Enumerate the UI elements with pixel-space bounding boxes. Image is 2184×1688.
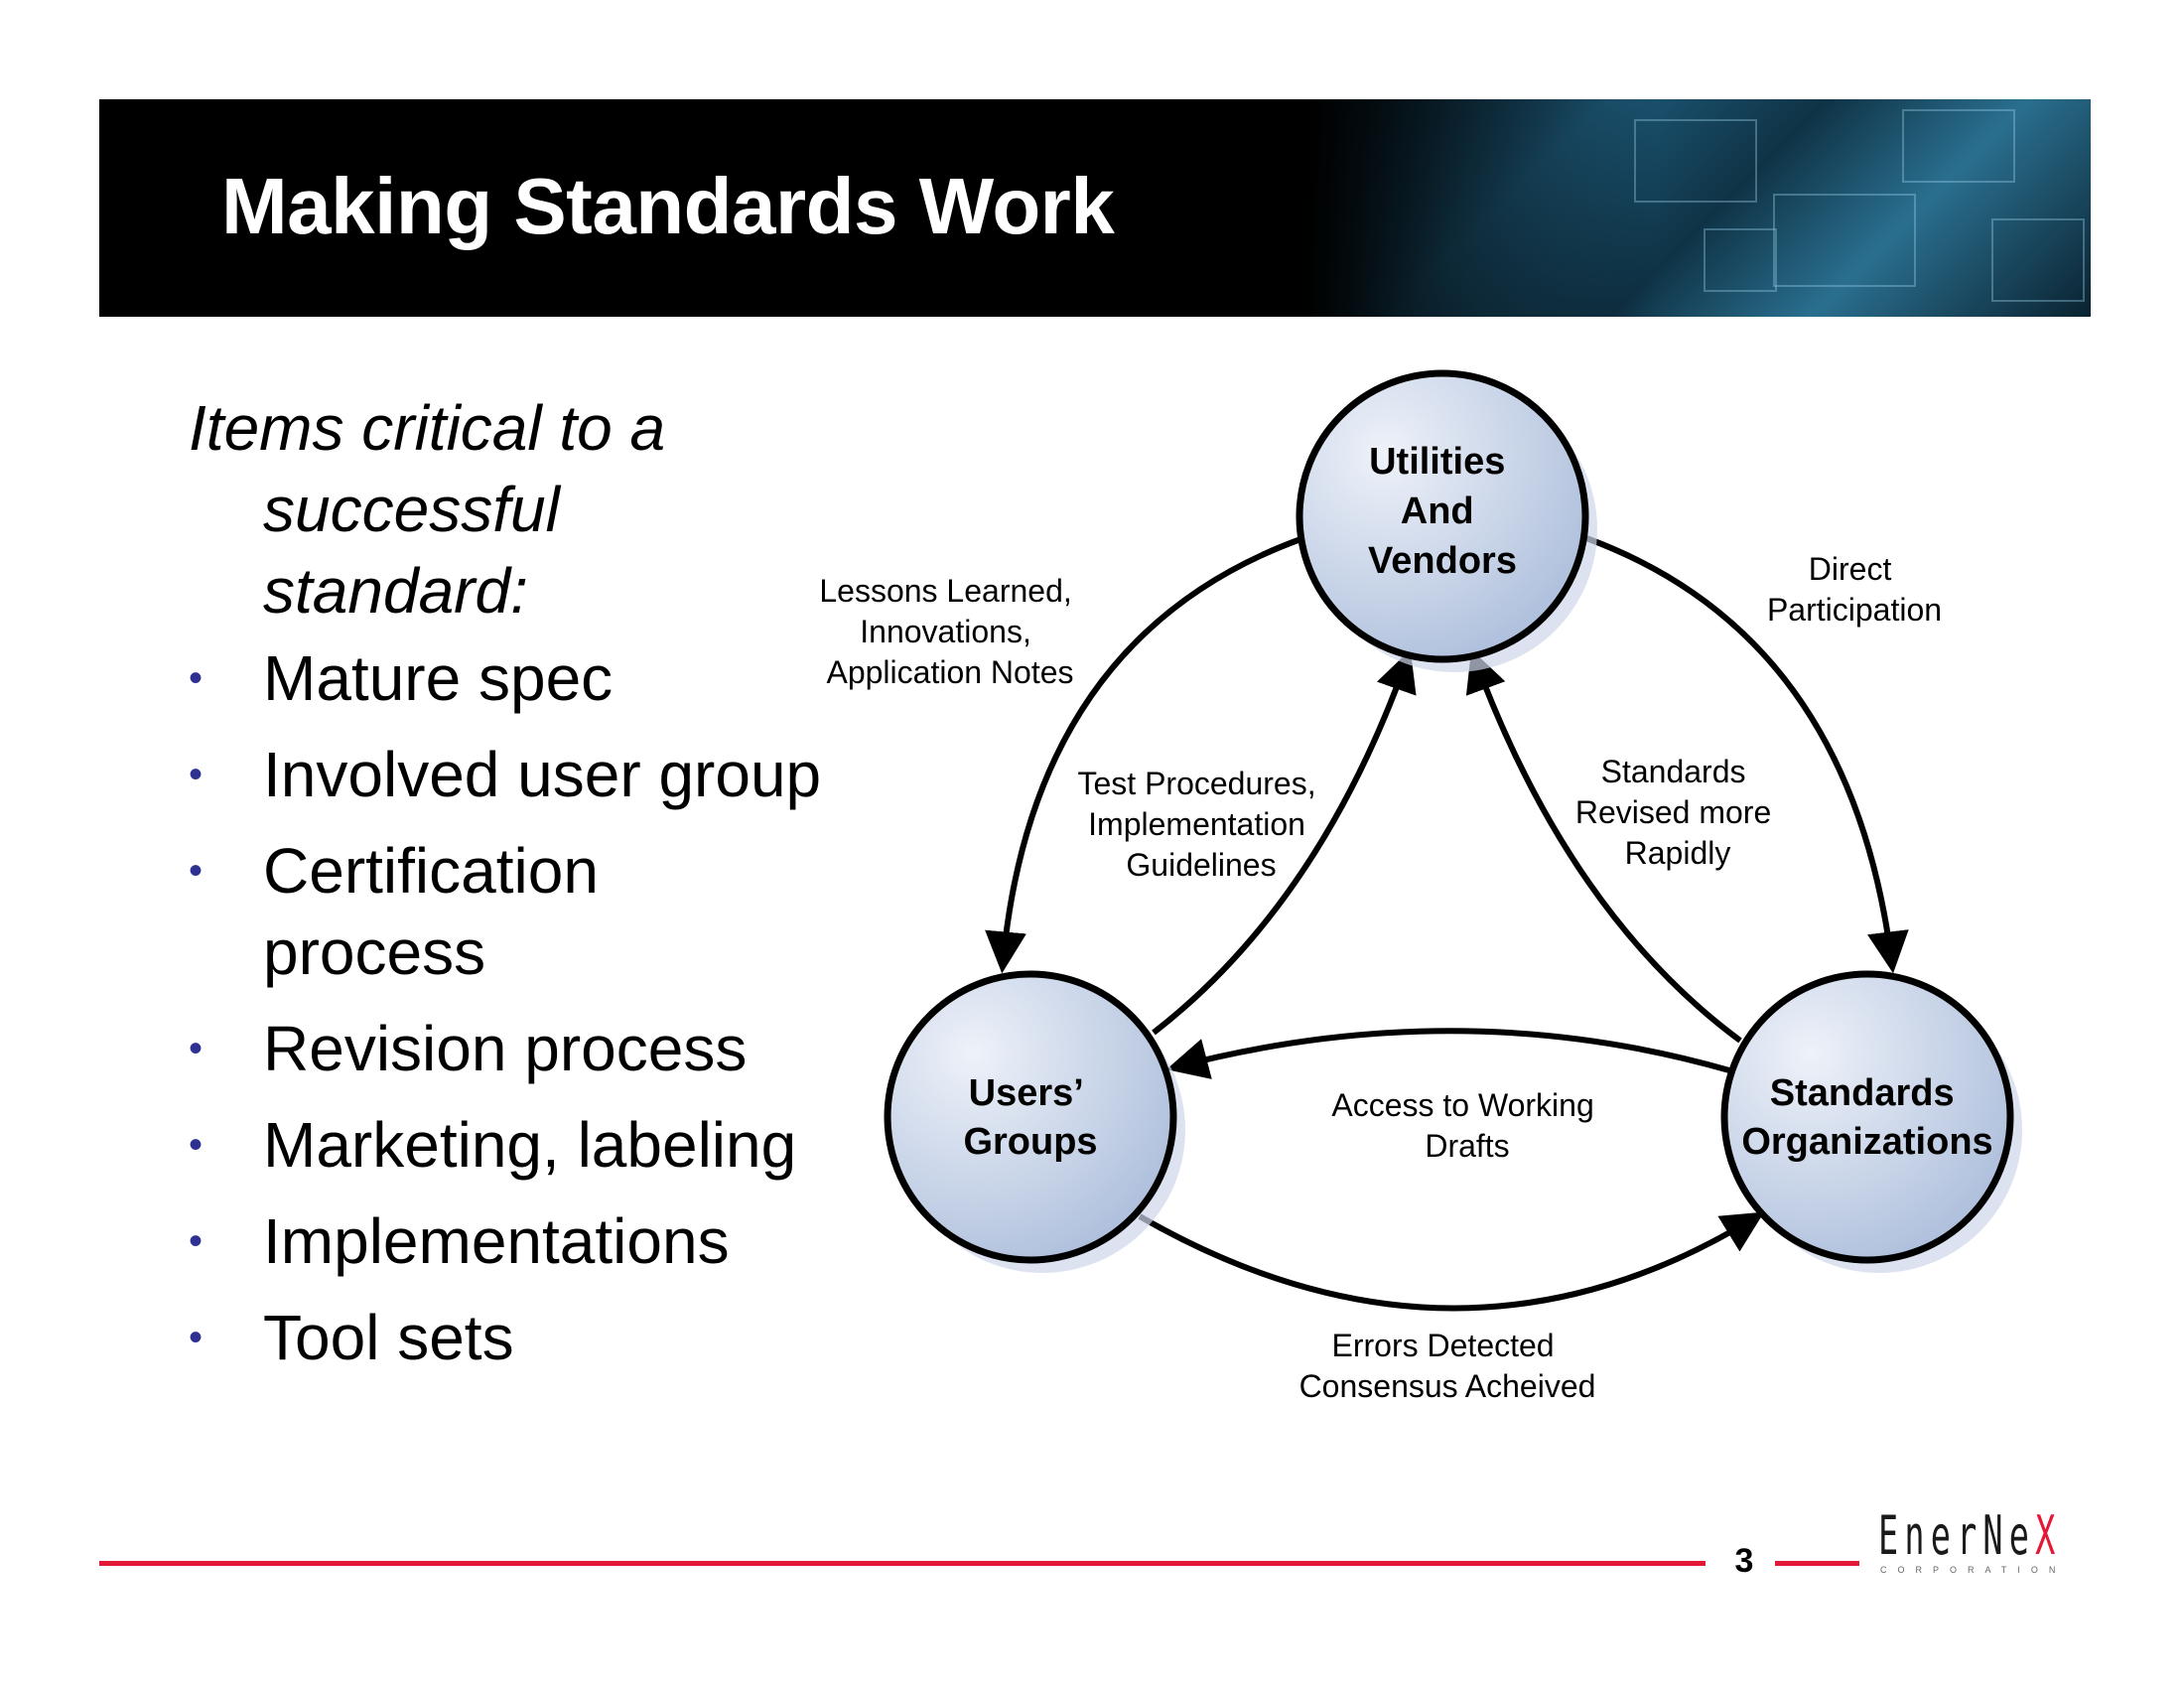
bullet-text: Involved user group [263,739,822,810]
node-users-label-1: Users’ [969,1072,1082,1114]
bullet-item: • Mature spec [189,637,884,719]
node-users-label-2: Groups [963,1121,1097,1163]
svg-text:Users’ Groups: Users’ Groups [963,1072,1097,1163]
edge-label-errors-consensus: Errors Detected Consensus Acheived [1299,1328,1596,1404]
bullet-icon: • [189,1123,204,1167]
bullet-item: • Marketing, labeling [189,1104,884,1186]
bullet-icon: • [189,1316,204,1359]
bullet-icon: • [189,1219,204,1263]
arrow-standards-to-utilities [1465,649,1742,1044]
footer-rule-right [1775,1561,1859,1566]
intro-text: Items critical to a successful standard: [189,392,666,627]
bullet-text: Tool sets [263,1302,514,1373]
bullet-item: • Involved user group [189,734,884,815]
edge-label-test-procedures: Test Procedures, Implementation Guidelin… [1078,766,1325,883]
page-number: 3 [1734,1542,1754,1580]
node-utilities-label-2: And [1401,491,1474,532]
bullet-text: Mature spec [263,642,614,714]
node-utilities-label-1: Utilities [1369,441,1505,483]
critical-items-section: Items critical to a successful standard:… [189,387,884,1393]
arrow-utilities-to-users [985,535,1305,974]
svg-text:Standards Organizations: Standards Organizations [1741,1072,1992,1163]
edge-label-standards-revised: Standards Revised more Rapidly [1575,754,1780,871]
bullet-item: • Tool sets [189,1297,884,1378]
bullet-text: Revision process [263,1013,748,1084]
arrow-users-to-standards [1138,1211,1765,1312]
node-utilities-label-3: Vendors [1368,540,1517,582]
node-standards-label-2: Organizations [1741,1121,1992,1163]
node-standards-organizations: Standards Organizations [1720,970,2022,1273]
edge-label-direct-participation: Direct Participation [1767,551,1942,628]
title-banner-image [1306,99,2091,317]
bullet-list: • Mature spec • Involved user group • Certi… [189,637,884,1378]
title-bar [99,99,2091,317]
bullet-item: • Certification process [189,830,884,993]
node-utilities: Utilities And Vendors [1296,369,1597,672]
logo-wordmark: EnerNeX [1878,1504,2062,1567]
bullet-text: Marketing, labeling [263,1109,797,1181]
edge-label-lessons: Lessons Learned, Innovations, Applicatio… [819,573,1080,690]
footer-rule-left [99,1561,1706,1566]
logo-subtitle: CORPORATION [1880,1565,2067,1575]
arrow-standards-to-users [1165,1028,1730,1079]
bullet-text: Implementations [263,1205,730,1277]
arrow-utilities-to-standards [1584,535,1909,974]
svg-text:Utilities And Vend: Utilities And Vendors [1368,441,1517,582]
bullet-icon: • [189,656,204,700]
enernex-logo: EnerNeX CORPORATION [1878,1509,2087,1579]
bullet-icon: • [189,849,204,893]
bullet-item: • Implementations [189,1200,884,1282]
edge-label-access-drafts: Access to Working Drafts [1331,1087,1602,1164]
slide-title: Making Standards Work [221,162,1115,250]
bullet-text: Certification process [263,835,599,988]
arrow-users-to-utilities [1152,649,1417,1036]
bullet-icon: • [189,753,204,796]
node-users-groups: Users’ Groups [884,970,1185,1273]
bullet-icon: • [189,1027,204,1070]
node-standards-label-1: Standards [1770,1072,1955,1114]
bullet-item: • Revision process [189,1008,884,1089]
